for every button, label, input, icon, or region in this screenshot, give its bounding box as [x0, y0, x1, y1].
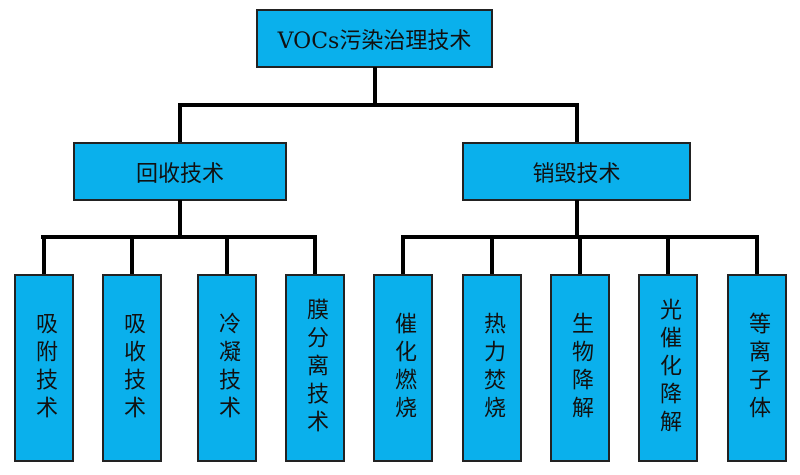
leaf-label: 吸收技术 [120, 312, 145, 424]
root-node: VOCs污染治理技术 [256, 9, 493, 68]
leaf-label: 光催化降解 [656, 298, 681, 438]
leaf-label: 吸附技术 [32, 312, 57, 424]
branch-node-recovery: 回收技术 [73, 142, 287, 201]
leaf-label: 热力焚烧 [480, 312, 505, 424]
connector [373, 67, 377, 107]
root-label: VOCs污染治理技术 [277, 28, 472, 54]
leaf-node: 热力焚烧 [462, 274, 522, 462]
leaf-node: 吸收技术 [102, 274, 162, 462]
connector [41, 235, 317, 239]
connector [575, 200, 579, 239]
connector [42, 235, 46, 275]
connector [178, 103, 579, 107]
connector [178, 200, 182, 239]
leaf-node: 吸附技术 [14, 274, 74, 462]
leaf-label: 冷凝技术 [215, 312, 240, 424]
connector [178, 103, 182, 143]
connector [490, 235, 494, 275]
connector [666, 235, 670, 275]
leaf-node: 膜分离技术 [285, 274, 345, 462]
connector [401, 235, 405, 275]
branch-node-destruction: 销毁技术 [462, 142, 691, 201]
leaf-node: 生物降解 [550, 274, 610, 462]
connector [755, 235, 759, 275]
connector [130, 235, 134, 275]
connector [313, 235, 317, 275]
connector [575, 103, 579, 143]
branch-label: 销毁技术 [532, 161, 621, 187]
leaf-label: 膜分离技术 [303, 298, 328, 438]
branch-label: 回收技术 [135, 161, 224, 187]
leaf-label: 等离子体 [745, 312, 770, 424]
leaf-label: 催化燃烧 [391, 312, 416, 424]
leaf-node: 等离子体 [727, 274, 787, 462]
leaf-label: 生物降解 [568, 312, 593, 424]
leaf-node: 催化燃烧 [373, 274, 433, 462]
leaf-node: 冷凝技术 [197, 274, 257, 462]
connector [578, 235, 582, 275]
connector [225, 235, 229, 275]
leaf-node: 光催化降解 [638, 274, 698, 462]
